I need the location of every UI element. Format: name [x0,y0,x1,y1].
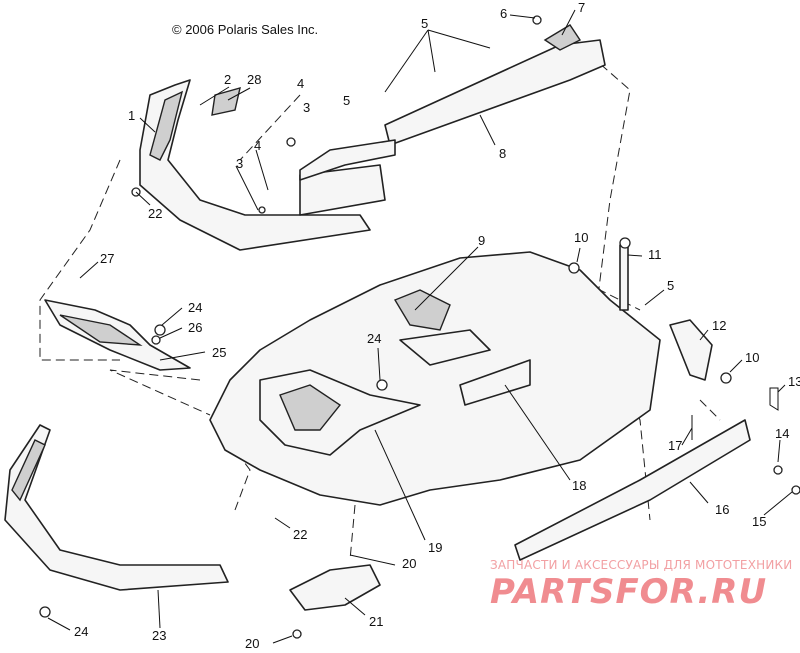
copyright-notice: © 2006 Polaris Sales Inc. [172,22,319,37]
callout-label: 10 [574,230,588,245]
callout-label: 24 [188,300,202,315]
callout-labels: 1 2 28 4 3 5 6 7 5 8 3 4 22 9 10 11 5 12… [74,0,800,651]
callout-label: 10 [745,350,759,365]
callout-label: 22 [148,206,162,221]
callout-label: 22 [293,527,307,542]
callout-label: 15 [752,514,766,529]
callout-label: 20 [245,636,259,651]
callout-label: 25 [212,345,226,360]
callout-label: 8 [499,146,506,161]
callout-label: 18 [572,478,586,493]
callout-label: 16 [715,502,729,517]
watermark-logo: PARTSFOR.RU [490,572,768,612]
callout-label: 2 [224,72,231,87]
callout-label: 12 [712,318,726,333]
callout-label: 24 [74,624,88,639]
callout-label: 27 [100,251,114,266]
side-panel [44,299,191,371]
watermark-tagline: ЗАПЧАСТИ И АКСЕССУАРЫ ДЛЯ МОТОТЕХНИКИ [490,558,793,572]
right-bracket [619,237,713,381]
front-bumper-strip [514,419,751,561]
callout-label: 3 [236,156,243,171]
callout-label: 5 [343,93,350,108]
callout-label: 23 [152,628,166,643]
hardware [39,15,800,639]
hood-body [209,251,661,506]
callout-label: 5 [667,278,674,293]
callout-label: 19 [428,540,442,555]
callout-label: 14 [775,426,789,441]
left-bracket-assembly [139,79,386,251]
top-crossbar [299,24,606,181]
callout-label: 20 [402,556,416,571]
callout-label: 11 [648,247,662,262]
callout-label: 13 [788,374,800,389]
callout-label: 3 [303,100,310,115]
callout-label: 4 [297,76,304,91]
callout-label: 9 [478,233,485,248]
callout-label: 24 [367,331,381,346]
callout-label: 7 [578,0,585,15]
callout-label: 21 [369,614,383,629]
callout-label: 5 [421,16,428,31]
callout-label: 6 [500,6,507,21]
skid-plate [289,564,381,611]
callout-label: 4 [254,138,261,153]
lower-bumper [4,424,229,591]
callout-label: 26 [188,320,202,335]
callout-label: 17 [668,438,682,453]
callout-label: 28 [247,72,261,87]
leader-lines [47,9,793,644]
callout-label: 1 [128,108,135,123]
